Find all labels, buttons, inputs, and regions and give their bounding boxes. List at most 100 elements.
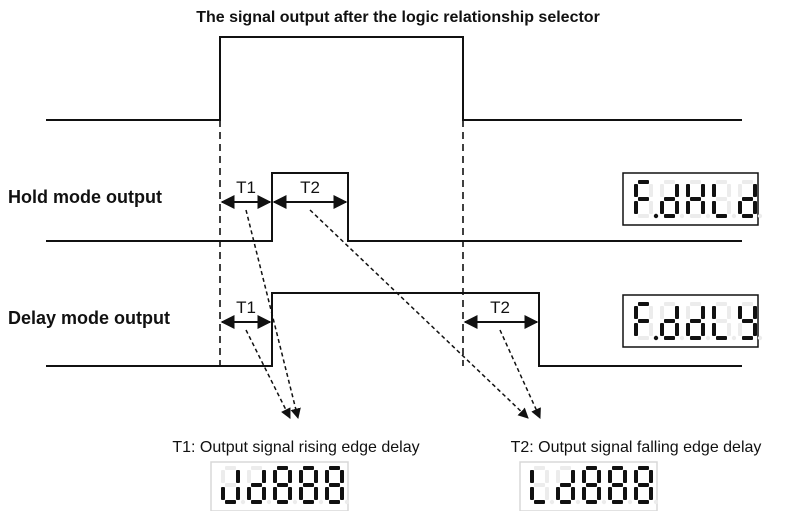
display-segment bbox=[701, 306, 705, 319]
display-segment bbox=[701, 184, 705, 197]
display-segment bbox=[727, 201, 731, 214]
display-segment bbox=[634, 306, 638, 319]
display-segment bbox=[247, 470, 251, 483]
display-segment bbox=[712, 184, 716, 197]
display-segment bbox=[225, 500, 236, 504]
display-segment bbox=[556, 470, 560, 483]
display-segment bbox=[530, 470, 534, 483]
display-segment bbox=[314, 487, 318, 500]
display-segment bbox=[690, 214, 701, 218]
display-decimal-point bbox=[731, 213, 737, 219]
display-segment bbox=[742, 319, 753, 323]
display-decimal-point bbox=[549, 499, 555, 505]
t1-pointer-from-hold bbox=[245, 209, 301, 420]
t1-caption: T1: Output signal rising edge delay bbox=[172, 439, 419, 456]
display-segment bbox=[738, 201, 742, 214]
display-segment bbox=[277, 483, 288, 487]
display-segment bbox=[273, 487, 277, 500]
display-segment bbox=[560, 500, 571, 504]
display-segment bbox=[638, 197, 649, 201]
display-segment bbox=[738, 184, 742, 197]
display-segment bbox=[340, 487, 344, 500]
display-decimal-point bbox=[318, 499, 324, 505]
display-segment bbox=[660, 306, 664, 319]
display-segment bbox=[329, 500, 340, 504]
display-segment bbox=[649, 201, 653, 214]
display-segment bbox=[660, 323, 664, 336]
display-segment bbox=[649, 470, 653, 483]
display-segment bbox=[664, 180, 675, 184]
display-segment bbox=[753, 306, 757, 319]
display-decimal-point bbox=[601, 499, 607, 505]
display-decimal-point bbox=[757, 213, 763, 219]
display-segment bbox=[690, 336, 701, 340]
display-segment bbox=[534, 466, 545, 470]
display-segment bbox=[690, 180, 701, 184]
display-segment bbox=[634, 323, 638, 336]
display-segment bbox=[664, 197, 675, 201]
display-segment bbox=[530, 487, 534, 500]
display-segment bbox=[582, 487, 586, 500]
display-segment bbox=[675, 323, 679, 336]
display-segment bbox=[634, 201, 638, 214]
display-segment bbox=[560, 466, 571, 470]
hold-mode-waveform bbox=[46, 172, 742, 242]
delay-t1-label: T1 bbox=[236, 298, 256, 317]
display-segment bbox=[221, 487, 225, 500]
display-segment bbox=[664, 319, 675, 323]
display-segment bbox=[638, 214, 649, 218]
display-decimal-point bbox=[653, 335, 659, 341]
t1-parameter-display bbox=[210, 461, 350, 511]
display-segment bbox=[262, 470, 266, 483]
display-segment bbox=[582, 470, 586, 483]
display-segment bbox=[690, 302, 701, 306]
display-segment bbox=[701, 323, 705, 336]
display-segment bbox=[325, 470, 329, 483]
hold-t2-label: T2 bbox=[300, 178, 320, 197]
display-segment bbox=[303, 483, 314, 487]
display-segment bbox=[701, 201, 705, 214]
input-signal-waveform bbox=[46, 36, 742, 121]
display-segment bbox=[742, 197, 753, 201]
display-segment bbox=[288, 470, 292, 483]
display-decimal-point bbox=[292, 499, 298, 505]
display-segment bbox=[586, 466, 597, 470]
display-segment bbox=[586, 500, 597, 504]
display-segment bbox=[303, 466, 314, 470]
delay-t2-label: T2 bbox=[490, 298, 510, 317]
display-segment bbox=[716, 214, 727, 218]
display-segment bbox=[634, 470, 638, 483]
display-decimal-point bbox=[344, 499, 350, 505]
display-segment bbox=[273, 470, 277, 483]
display-segment bbox=[716, 180, 727, 184]
t2-pointer-from-hold bbox=[309, 209, 529, 419]
display-segment bbox=[329, 483, 340, 487]
display-segment bbox=[649, 487, 653, 500]
display-segment bbox=[597, 487, 601, 500]
display-segment bbox=[664, 336, 675, 340]
display-segment bbox=[612, 500, 623, 504]
display-decimal-point bbox=[705, 213, 711, 219]
display-segment bbox=[753, 184, 757, 197]
display-segment bbox=[716, 319, 727, 323]
display-segment bbox=[686, 184, 690, 197]
display-decimal-point bbox=[705, 335, 711, 341]
display-segment bbox=[597, 470, 601, 483]
display-segment bbox=[675, 184, 679, 197]
display-segment bbox=[225, 466, 236, 470]
display-segment bbox=[608, 470, 612, 483]
display-segment bbox=[612, 466, 623, 470]
display-segment bbox=[660, 184, 664, 197]
display-segment bbox=[612, 483, 623, 487]
display-segment bbox=[675, 201, 679, 214]
display-segment bbox=[236, 470, 240, 483]
display-segment bbox=[221, 470, 225, 483]
hold-mode-label: Hold mode output bbox=[8, 187, 162, 207]
delay-mode-waveform bbox=[46, 292, 742, 367]
display-segment bbox=[534, 483, 545, 487]
display-decimal-point bbox=[653, 213, 659, 219]
display-segment bbox=[638, 180, 649, 184]
display-decimal-point bbox=[679, 213, 685, 219]
display-segment bbox=[753, 323, 757, 336]
